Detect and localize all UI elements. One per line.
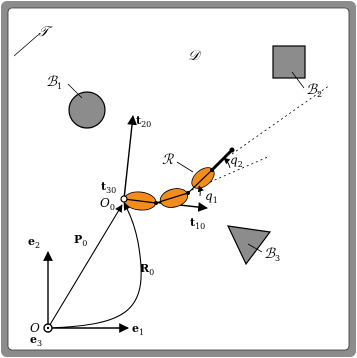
obstacle-2-square xyxy=(272,45,306,79)
t10-label: t10 xyxy=(190,216,205,231)
vector-p0 xyxy=(47,204,123,329)
angle-arc-q2 xyxy=(223,157,231,169)
joint-3 xyxy=(210,168,214,172)
o0-label: O0 xyxy=(100,196,115,212)
curve-r0 xyxy=(47,202,142,329)
e2-label: e2 xyxy=(28,235,40,250)
obstacle-2-label: ℬ2 xyxy=(306,82,322,99)
joint-tip xyxy=(229,147,235,153)
obstacle-2-label-leader xyxy=(291,71,305,89)
dotted-reference-line-q1 xyxy=(177,155,271,197)
robot-label-leader xyxy=(176,161,194,173)
t20-label: t20 xyxy=(136,114,151,129)
q1-label: q1 xyxy=(205,189,218,205)
boundary-label-leader xyxy=(13,34,39,57)
origin-o-dot xyxy=(46,326,50,330)
joint-2 xyxy=(186,191,190,195)
obstacle-3-label: ℬ3 xyxy=(264,246,280,263)
q2-label: q2 xyxy=(230,153,243,169)
robot-label: ℛ xyxy=(162,152,174,168)
joint-0 xyxy=(120,195,128,203)
e3-label: e3 xyxy=(30,333,42,348)
r0-label: R0 xyxy=(140,262,154,277)
obstacle-3-label-leader xyxy=(247,243,263,253)
vector-t20 xyxy=(123,115,137,200)
robot-end-effector-rod xyxy=(210,148,234,172)
p0-label: P0 xyxy=(74,233,87,248)
obstacle-1-label-leader xyxy=(67,83,83,99)
e1-label: e1 xyxy=(132,322,144,337)
domain-label: 𝒟 xyxy=(188,48,202,64)
joint-1 xyxy=(154,201,158,205)
origin-o-label: O xyxy=(30,321,40,335)
obstacle-1-disk xyxy=(68,91,106,129)
angle-arc-q1 xyxy=(197,185,204,197)
t30-label: t30 xyxy=(101,180,116,195)
obstacle-1-label: ℬ1 xyxy=(46,74,62,91)
